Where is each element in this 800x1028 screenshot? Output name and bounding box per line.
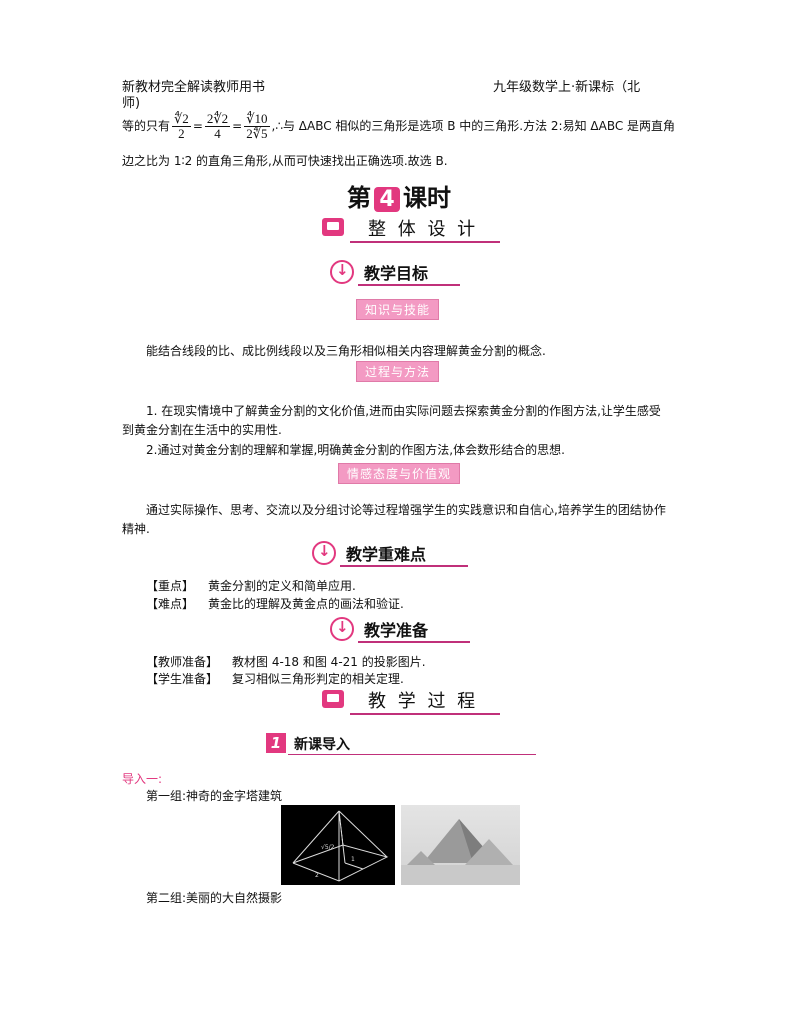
pyramid-wireframe: √5/2 1 2 xyxy=(292,810,389,882)
fig-label-1: 1 xyxy=(351,856,355,863)
section-key-difficult-title: 教学重难点 xyxy=(346,545,427,564)
section-teaching-process: 教 学 过 程 xyxy=(322,687,500,715)
section-key-difficult: 教学重难点 xyxy=(312,539,470,567)
teacher-prep-label: 【教师准备】 xyxy=(146,655,219,669)
monitor-icon xyxy=(322,218,344,236)
intro-suffix: ,∴与 ΔABC 相似的三角形是选项 B 中的三角形.方法 2:易知 ΔABC … xyxy=(271,119,676,133)
down-arrow-icon xyxy=(330,617,354,641)
pyramid-diagram-image: √5/2 1 2 xyxy=(281,805,395,885)
process-item-1b: 到黄金分割在生活中的实用性. xyxy=(122,423,282,437)
lesson-title-suffix: 课时 xyxy=(403,184,451,212)
pyramid-photo-illustration xyxy=(401,819,520,885)
student-prep-text: 复习相似三角形判定的相关定理. xyxy=(232,672,404,686)
down-arrow-icon xyxy=(312,541,336,565)
fig-label-2: 2 xyxy=(315,872,319,879)
lesson-number-badge: 4 xyxy=(374,187,400,212)
section-preparation: 教学准备 xyxy=(330,615,472,643)
running-header-right: 九年级数学上·新课标（北 xyxy=(493,80,641,95)
knowledge-text: 能结合线段的比、成比例线段以及三角形相似相关内容理解黄金分割的概念. xyxy=(146,344,546,358)
monitor-icon xyxy=(322,690,344,708)
intro-prefix: 等的只有 xyxy=(122,119,171,133)
group-1-caption: 第一组:神奇的金字塔建筑 xyxy=(146,789,283,803)
student-prep-label: 【学生准备】 xyxy=(146,672,219,686)
tag-process-method: 过程与方法 xyxy=(356,361,440,382)
lesson-title-prefix: 第 xyxy=(347,184,371,212)
process-item-2: 2.通过对黄金分割的理解和掌握,明确黄金分割的作图方法,体会数形结合的思想. xyxy=(146,443,565,457)
section-teaching-goals: 教学目标 xyxy=(330,258,460,286)
difficult-point-text: 黄金比的理解及黄金点的画法和验证. xyxy=(208,597,404,611)
section-overall-design-title: 整 体 设 计 xyxy=(368,219,479,240)
fig-label-sqrt5: √5/2 xyxy=(321,844,335,851)
group-2-caption: 第二组:美丽的大自然摄影 xyxy=(146,891,283,905)
tag-knowledge-skills: 知识与技能 xyxy=(356,299,440,320)
running-header-right-cont: 师) xyxy=(122,96,141,111)
section-teaching-process-title: 教 学 过 程 xyxy=(368,691,479,712)
difficult-point-label: 【难点】 xyxy=(146,597,195,611)
intro-line-2: 边之比为 1∶2 的直角三角形,从而可快速找出正确选项.故选 B. xyxy=(122,154,448,168)
section-overall-design: 整 体 设 计 xyxy=(322,215,500,243)
process-item-1a: 1. 在现实情境中了解黄金分割的文化价值,进而由实际问题去探索黄金分割的作图方法… xyxy=(146,404,661,418)
section-preparation-title: 教学准备 xyxy=(364,621,429,640)
key-point-label: 【重点】 xyxy=(146,579,195,593)
down-arrow-icon xyxy=(330,260,354,284)
running-header-left: 新教材完全解读教师用书 xyxy=(122,80,266,95)
section-teaching-goals-title: 教学目标 xyxy=(364,264,429,283)
attitude-text-a: 通过实际操作、思考、交流以及分组讨论等过程增强学生的实践意识和自信心,培养学生的… xyxy=(146,503,666,517)
heading-underline xyxy=(288,754,536,755)
intro-one-label: 导入一: xyxy=(122,772,163,786)
teacher-prep-text: 教材图 4-18 和图 4-21 的投影图片. xyxy=(232,655,426,669)
pyramid-photo xyxy=(401,805,520,885)
attitude-text-b: 精神. xyxy=(122,522,150,536)
key-point-text: 黄金分割的定义和简单应用. xyxy=(208,579,356,593)
new-lesson-heading: 1 新课导入 xyxy=(266,731,536,755)
tag-attitude-values: 情感态度与价值观 xyxy=(338,463,461,484)
new-lesson-title: 新课导入 xyxy=(294,737,350,753)
step-number-badge: 1 xyxy=(266,733,286,753)
